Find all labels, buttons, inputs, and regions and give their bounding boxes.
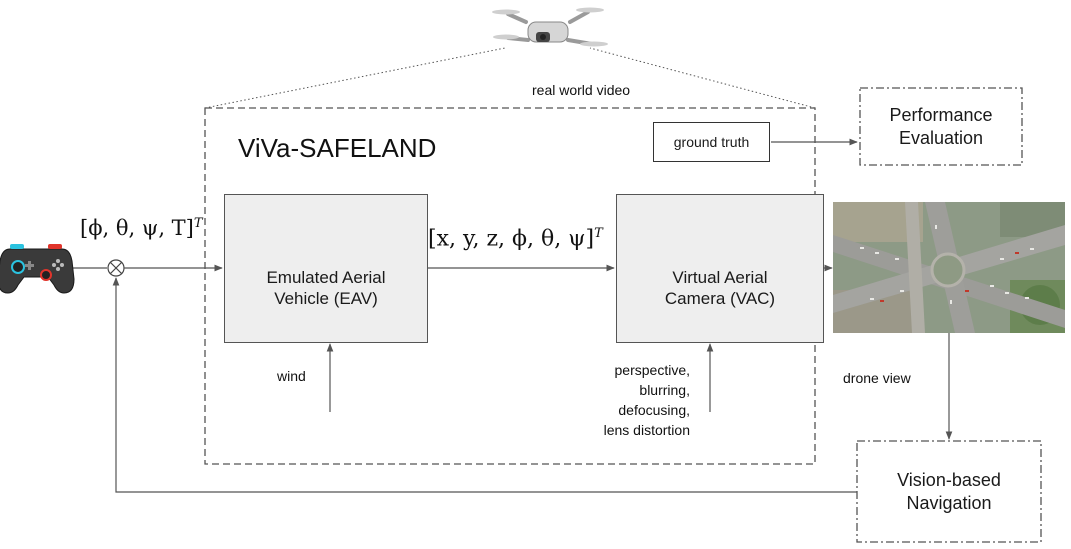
input-vector-body: [ϕ, θ, ψ, T] — [80, 216, 194, 240]
gamepad-icon — [0, 244, 75, 294]
performance-evaluation-block: Performance Evaluation — [860, 88, 1022, 165]
ground-truth-label: ground truth — [673, 134, 750, 150]
system-title: ViVa-SAFELAND — [238, 133, 437, 163]
eav-label-line2: Vehicle (EAV) — [274, 288, 378, 308]
performance-label-line2: Evaluation — [898, 127, 984, 148]
ground-truth-box: ground truth — [653, 122, 770, 162]
effect-perspective: perspective, — [614, 362, 690, 378]
effect-blurring: blurring, — [639, 382, 690, 398]
eav-label-line1: Emulated Aerial — [266, 267, 386, 287]
drone-view-label: drone view — [843, 370, 911, 386]
aerial-intersection-photo — [833, 202, 1065, 333]
effect-lens-distortion: lens distortion — [603, 422, 690, 438]
performance-frame — [859, 87, 1023, 166]
projection-line-right — [589, 47, 816, 109]
wind-label: wind — [277, 368, 306, 384]
performance-label-line1: Performance — [889, 104, 993, 125]
drone-icon — [492, 7, 608, 47]
navigation-block: Vision-based Navigation — [857, 441, 1041, 542]
vac-label-line1: Virtual Aerial — [672, 267, 768, 287]
real-world-video-caption: real world video — [532, 82, 631, 98]
input-vector-label: [ϕ, θ, ψ, T]T — [80, 216, 203, 240]
eav-block: Emulated Aerial Vehicle (EAV) — [224, 194, 428, 343]
summing-junction-icon — [107, 259, 125, 277]
state-vector-body: [x, y, z, ϕ, θ, ψ] — [428, 226, 595, 252]
vac-label-line2: Camera (VAC) — [664, 288, 776, 308]
feedback-path — [112, 277, 857, 493]
effect-defocusing: defocusing, — [618, 402, 690, 418]
navigation-label-line2: Navigation — [906, 492, 992, 513]
vac-block: Virtual Aerial Camera (VAC) — [616, 194, 824, 343]
state-vector-label: [x, y, z, ϕ, θ, ψ]T — [428, 226, 603, 251]
camera-effects-list: perspective, blurring, defocusing, lens … — [560, 360, 690, 440]
navigation-label-line1: Vision-based — [897, 469, 1001, 490]
state-vector-sup: T — [594, 226, 603, 241]
projection-line-left — [204, 47, 506, 109]
input-vector-sup: T — [193, 216, 203, 231]
